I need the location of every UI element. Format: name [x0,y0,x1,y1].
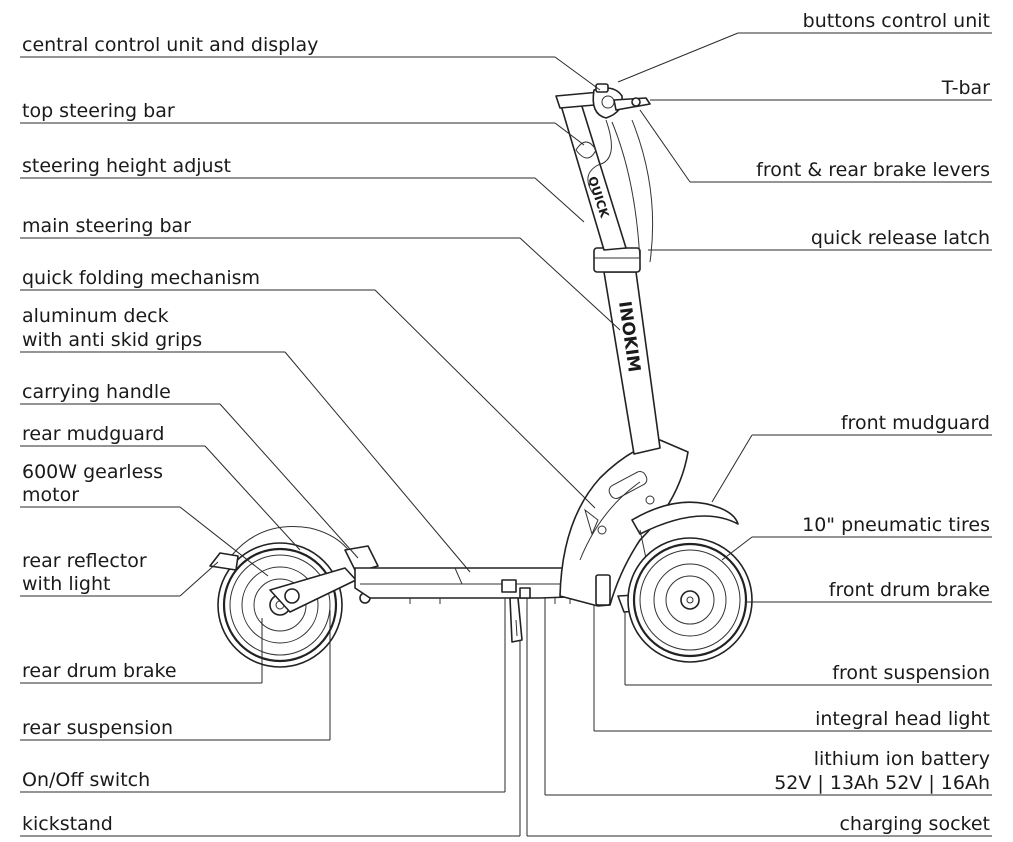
label-rear-drum-brake: rear drum brake [22,660,177,682]
label-latch: latch [943,227,990,249]
labels: buttons control unit T-bar front & rear … [22,10,990,835]
label-head-light: integral head light [815,708,990,730]
leader-lines [20,32,992,837]
label-quick-folding: quick folding mechanism [22,267,260,289]
label-quick-release-latch: quick release latch [811,227,990,249]
label-battery-line1: lithium ion battery [814,748,990,770]
front-body-shape [559,439,689,607]
label-main-steering-bar: main steering bar [22,215,191,237]
label-brake-levers: front & rear brake levers [756,159,990,181]
label-reflector-line2: with light [22,573,110,595]
label-deck-line1: aluminum deck [22,305,169,327]
label-front-mudguard: front mudguard [841,412,990,434]
front-wheel [627,537,753,663]
label-carrying-handle: carrying handle [22,381,171,403]
label-t-bar: T-bar [941,77,990,99]
label-rear-suspension: rear suspension [22,717,173,739]
quick-release-collar [593,247,641,273]
top-steering-bar-shape [559,99,627,251]
label-front-suspension: front suspension [832,662,990,684]
head-light-shape [595,574,611,606]
label-kickstand: kickstand [22,813,113,835]
label-steering-height-adjust: steering height adjust [22,155,231,177]
label-reflector-line1: rear reflector [22,550,147,572]
label-top-steering-bar: top steering bar [22,100,175,122]
label-battery-line2: 52V | 13Ah 52V | 16Ah [774,772,990,794]
rear-reflector-shape [209,552,239,571]
label-motor-line1: 600W gearless [22,461,163,483]
on-off-switch-shape [501,579,517,593]
label-rear-mudguard: rear mudguard [22,423,164,445]
label-central-control-unit: central control unit and display [22,34,318,56]
scooter-illustration: INOKIM QUICK [209,83,753,668]
label-on-off-switch: On/Off switch [22,769,150,791]
label-motor-line2: motor [22,484,79,506]
front-mudguard-shape [631,501,739,535]
label-charging-socket: charging socket [839,813,990,835]
label-buttons-control-unit: buttons control unit [803,10,990,32]
buttons-unit-shape [595,83,609,93]
label-deck-line2: with anti skid grips [22,329,202,351]
label-pneumatic-tires: 10" pneumatic tires [802,514,990,536]
label-front-drum-brake: front drum brake [829,579,990,601]
label-quick-release: quick release [811,227,937,249]
